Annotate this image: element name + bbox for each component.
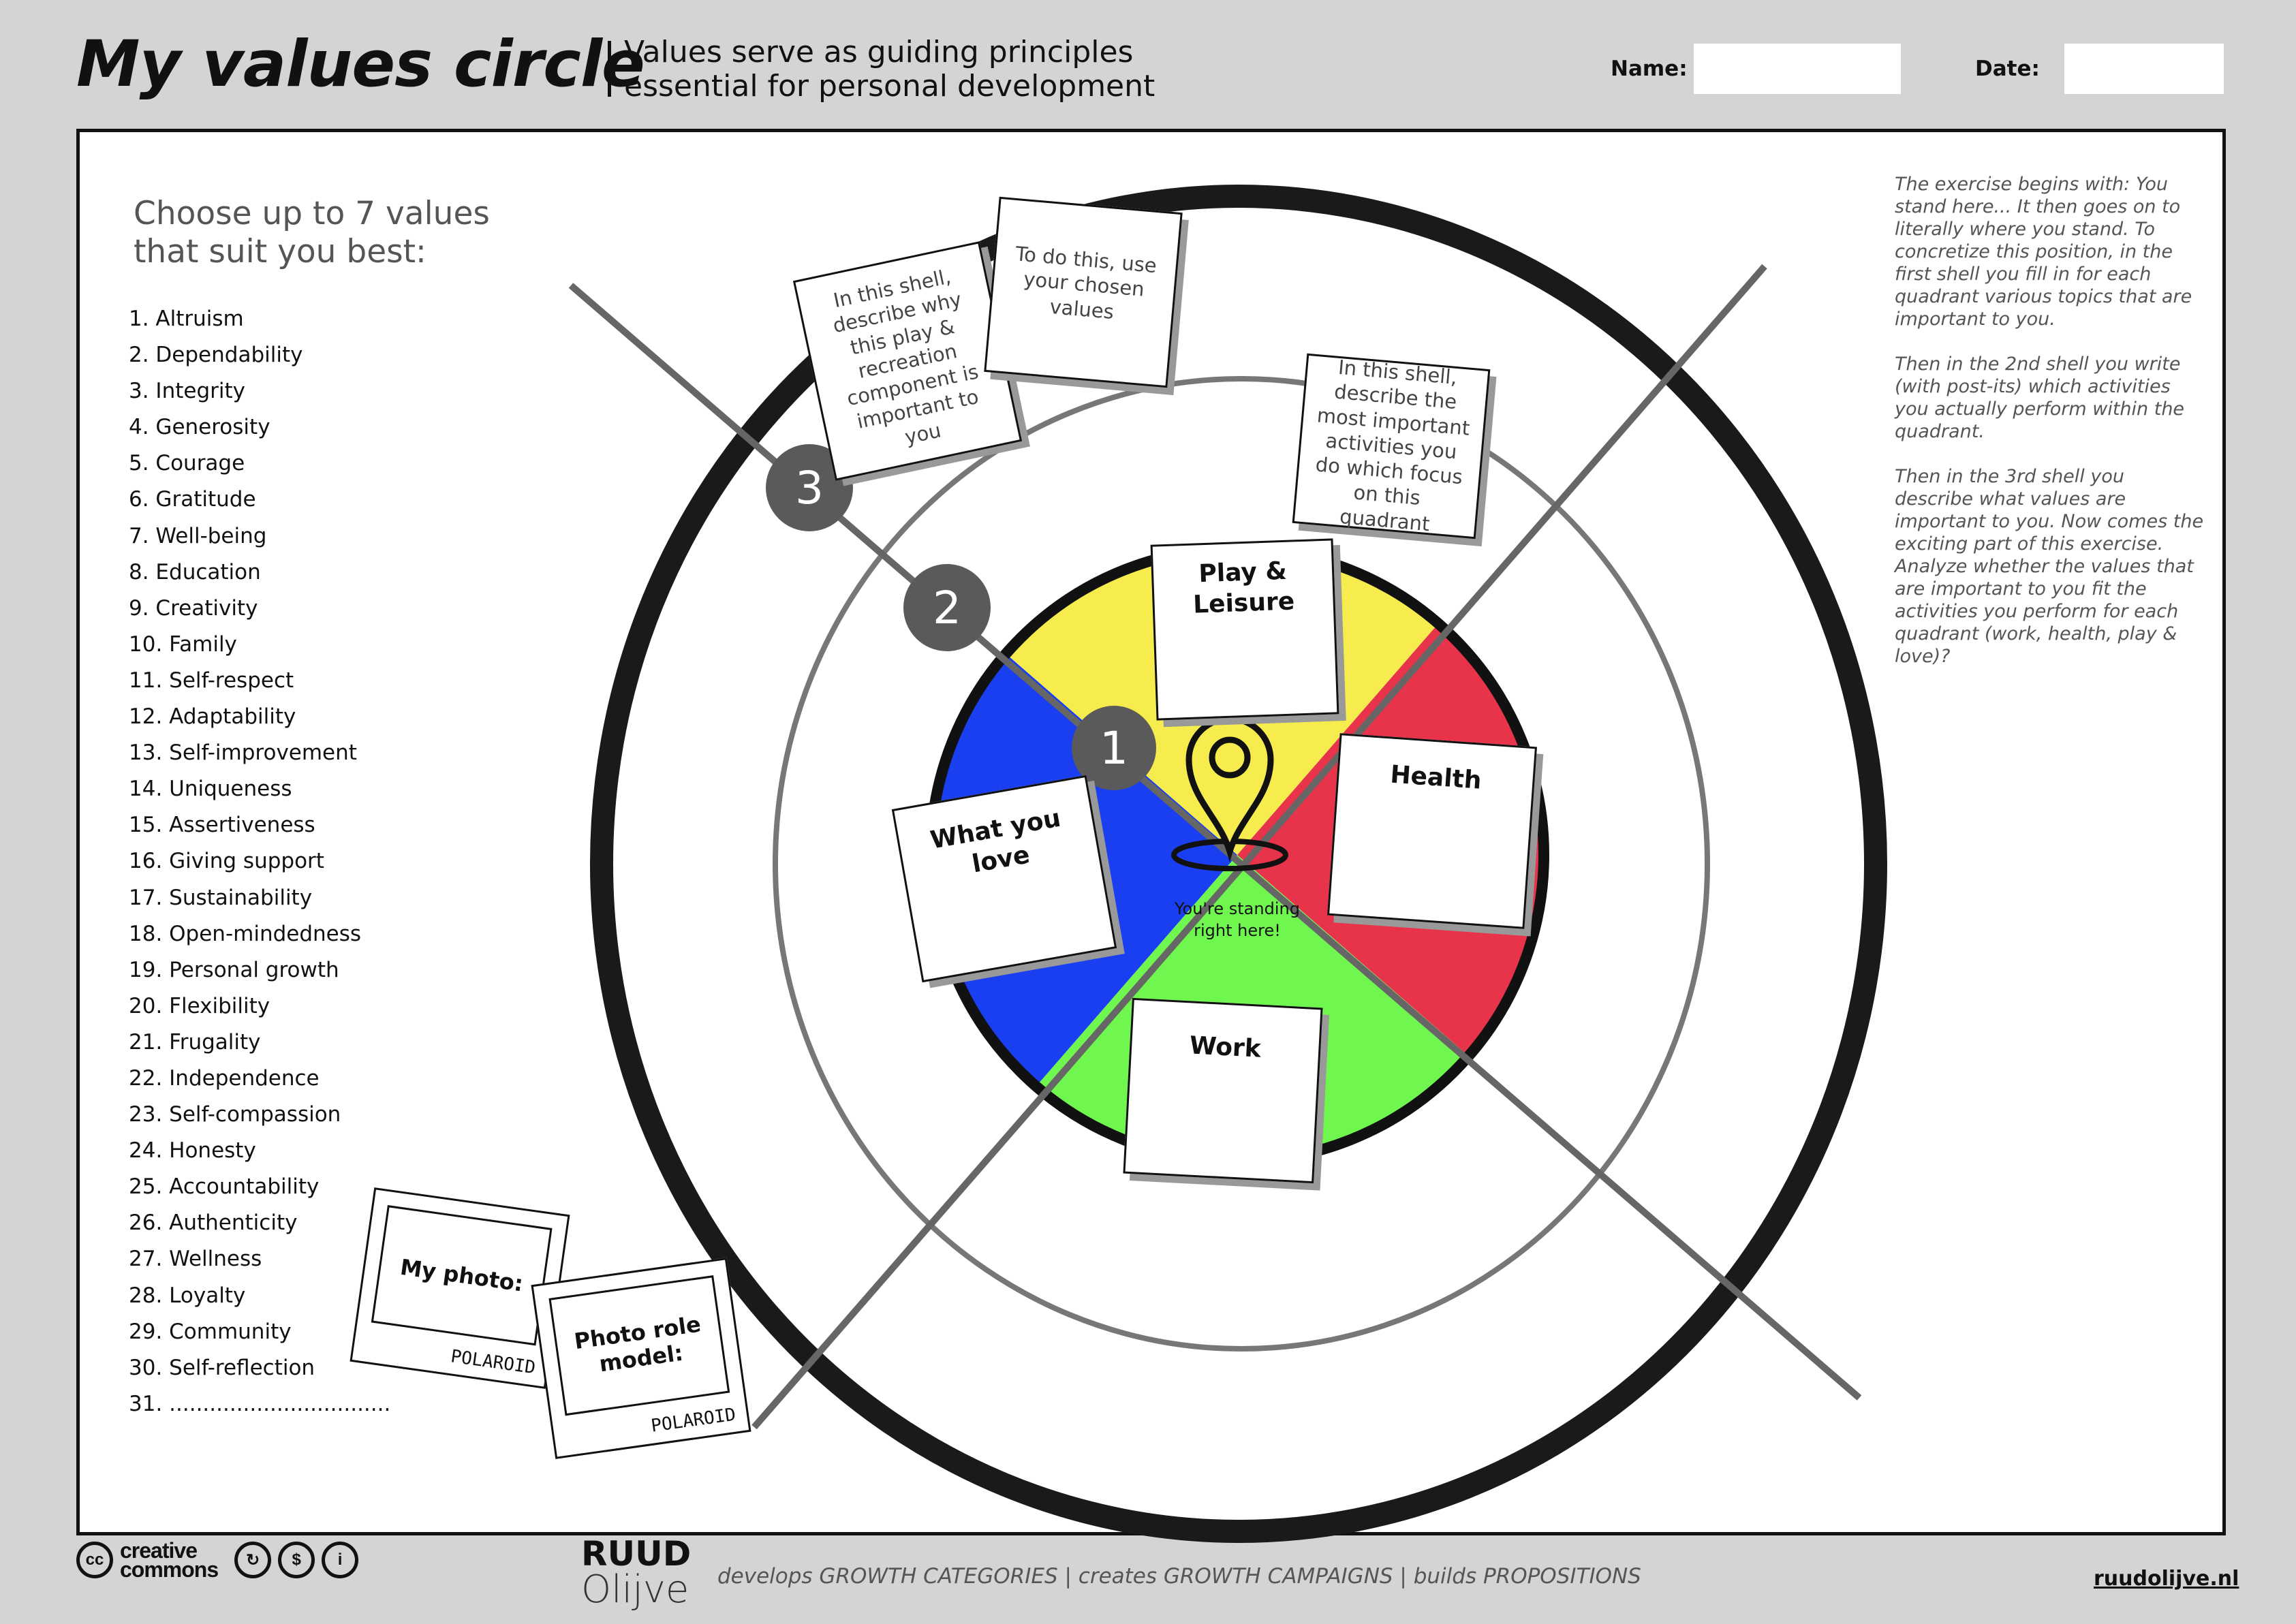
instruction-paragraph: Then in the 2nd shell you write (with po… bbox=[1895, 354, 2185, 442]
value-item: 13. Self-improvement bbox=[129, 740, 357, 766]
value-item: 3. Integrity bbox=[129, 379, 245, 404]
polaroid-brand: POLAROID bbox=[649, 1404, 737, 1437]
cc-icon: cc bbox=[76, 1542, 113, 1578]
value-item: 1. Altruism bbox=[129, 307, 244, 331]
value-item: 12. Adaptability bbox=[129, 704, 296, 730]
value-item: 31. ................................. bbox=[129, 1391, 391, 1416]
outer-shell-ring bbox=[590, 185, 1887, 1543]
value-item: 24. Honesty bbox=[129, 1138, 256, 1164]
share-alike-icon: ↻ bbox=[234, 1542, 272, 1578]
brand-line: Olijve bbox=[581, 1567, 689, 1612]
date-field[interactable] bbox=[2064, 44, 2224, 94]
value-item: 10. Family bbox=[129, 631, 237, 657]
value-item: 15. Assertiveness bbox=[129, 813, 315, 838]
page-subtitle: Values serve as guiding principles essen… bbox=[624, 35, 1155, 104]
heading-line: that suit you best: bbox=[134, 233, 426, 270]
quadrant-label-work: Work bbox=[1123, 997, 1323, 1184]
value-item: 20. Flexibility bbox=[129, 993, 270, 1018]
value-item: 22. Independence bbox=[129, 1065, 320, 1091]
cc-line: creative bbox=[120, 1538, 198, 1563]
instruction-paragraph: Then in the 3rd shell you describe what … bbox=[1895, 466, 2204, 667]
quadrant-divider-line bbox=[751, 264, 1767, 1430]
quadrant-label-play-leisure: Play & Leisure bbox=[1150, 538, 1339, 721]
value-item: 6. Gratitude bbox=[129, 487, 256, 512]
location-pin-icon bbox=[1171, 715, 1288, 871]
value-item: 26. Authenticity bbox=[129, 1211, 298, 1236]
quadrant-label-health: Health bbox=[1327, 733, 1537, 929]
brand-logo: RUUD Olijve bbox=[581, 1537, 691, 1609]
value-item: 8. Education bbox=[129, 559, 261, 584]
attribution-icon: i bbox=[322, 1542, 359, 1578]
value-item: 4. Generosity bbox=[129, 415, 270, 440]
values-heading: Choose up to 7 values that suit you best… bbox=[134, 195, 490, 271]
value-item: 16. Giving support bbox=[129, 849, 324, 874]
value-item: 28. Loyalty bbox=[129, 1283, 246, 1308]
polaroid-brand: POLAROID bbox=[449, 1346, 537, 1379]
sticky-note-shell2: In this shell, describe the most importa… bbox=[1292, 353, 1491, 540]
title-divider bbox=[608, 41, 611, 97]
value-item: 19. Personal growth bbox=[129, 957, 339, 982]
subtitle-line: Values serve as guiding principles bbox=[624, 35, 1134, 69]
photo-frame: My photo: bbox=[371, 1205, 553, 1346]
name-field[interactable] bbox=[1694, 44, 1901, 94]
shell-number-2: 2 bbox=[903, 564, 991, 651]
value-item: 2. Dependability bbox=[129, 343, 303, 368]
value-item: 18. Open-mindedness bbox=[129, 921, 362, 946]
tagline: develops GROWTH CATEGORIES | creates GRO… bbox=[717, 1564, 1641, 1589]
brand-line: RUUD bbox=[581, 1534, 692, 1574]
value-item: 17. Sustainability bbox=[129, 885, 313, 910]
value-item: 5. Courage bbox=[129, 451, 245, 476]
value-item: 11. Self-respect bbox=[129, 668, 294, 693]
noncommercial-icon: $ bbox=[278, 1542, 315, 1578]
page-title: My values circle bbox=[76, 27, 645, 102]
creative-commons-license: cc creative commons ↻ $ i bbox=[76, 1538, 359, 1582]
value-item: 23. Self-compassion bbox=[129, 1102, 341, 1127]
value-item: 25. Accountability bbox=[129, 1174, 320, 1200]
value-item: 14. Uniqueness bbox=[129, 777, 292, 802]
exercise-instructions: The exercise begins with: You stand here… bbox=[1895, 173, 2208, 690]
cc-line: commons bbox=[120, 1557, 219, 1582]
subtitle-line: essential for personal development bbox=[624, 69, 1155, 104]
value-item: 21. Frugality bbox=[129, 1029, 261, 1055]
cc-wordmark: creative commons bbox=[120, 1538, 219, 1582]
value-item: 7. Well-being bbox=[129, 523, 267, 548]
heading-line: Choose up to 7 values bbox=[134, 195, 490, 232]
values-list: 1. Altruism 2. Dependability 3. Integrity 4… bbox=[129, 301, 390, 1422]
name-label: Name: bbox=[1611, 57, 1688, 81]
polaroid-role-model[interactable]: Photo role model: POLAROID bbox=[531, 1258, 751, 1459]
website-link[interactable]: ruudolijve.nl bbox=[2094, 1567, 2239, 1591]
middle-shell-ring bbox=[773, 376, 1710, 1352]
sticky-note-values-hint: To do this, use your chosen values bbox=[984, 196, 1183, 388]
quadrant-label-what-you-love: What you love bbox=[891, 775, 1117, 983]
date-label: Date: bbox=[1975, 57, 2040, 81]
value-item: 27. Wellness bbox=[129, 1247, 262, 1272]
photo-frame: Photo role model: bbox=[548, 1275, 730, 1416]
center-label: You're standing right here! bbox=[1175, 899, 1300, 940]
value-item: 9. Creativity bbox=[129, 595, 258, 621]
value-item: 29. Community bbox=[129, 1319, 292, 1344]
instruction-paragraph: The exercise begins with: You stand here… bbox=[1895, 174, 2192, 330]
shell-number-1: 1 bbox=[1072, 706, 1156, 790]
value-item: 30. Self-reflection bbox=[129, 1355, 315, 1380]
